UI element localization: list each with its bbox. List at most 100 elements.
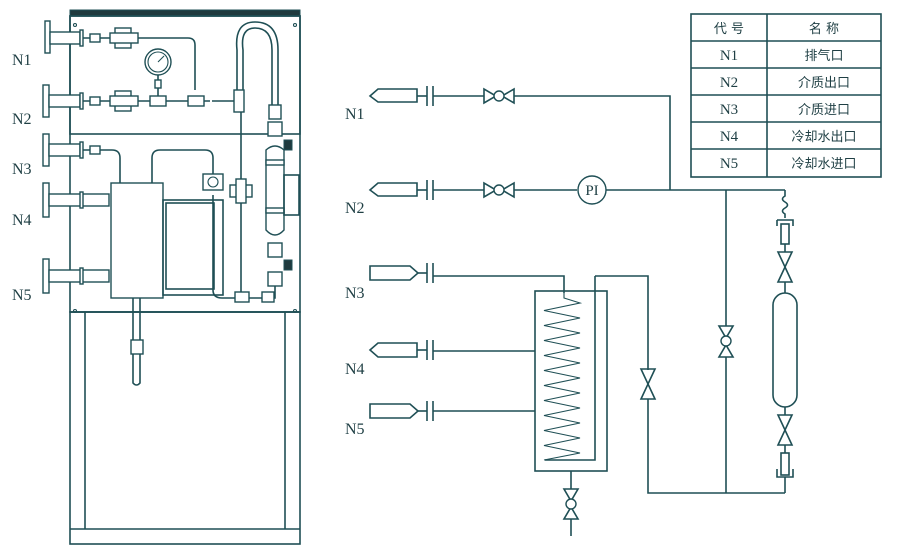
tee-fitting-icon (149, 95, 167, 107)
sample-cylinder (772, 292, 798, 408)
label-n4: N4 (12, 212, 32, 229)
bypass-globe-valve-icon (717, 325, 735, 358)
bolt-icon (72, 308, 78, 314)
pipe (83, 149, 121, 183)
pid-label-n2: N2 (345, 200, 365, 217)
nozzle-n3 (42, 133, 84, 167)
heating-coil-icon (543, 293, 583, 461)
quick-connector-icon (776, 219, 794, 226)
label-n2: N2 (12, 111, 32, 128)
flexible-hose (241, 27, 273, 105)
nozzle-inlet-icon (369, 403, 420, 419)
table-cell-name: 冷却水进口 (791, 157, 856, 172)
globe-valve-icon (483, 181, 515, 199)
table-row: N5 冷却水进口 (720, 156, 857, 172)
bolt-icon (292, 22, 298, 28)
nozzle-n4 (42, 182, 110, 218)
bolt-icon (292, 308, 298, 314)
clamp-band (265, 207, 285, 214)
gauge-needle (157, 55, 165, 63)
quick-connector-body (780, 223, 790, 245)
sample-outlet-valve-icon (776, 414, 794, 446)
table-cell-code: N3 (720, 102, 738, 118)
valve-icon (202, 173, 224, 191)
drain-globe-valve-icon (562, 488, 580, 520)
flexible-hose-icon (781, 190, 789, 218)
handwheel-icon (283, 139, 293, 151)
top-rail (69, 9, 301, 17)
gauge-dial (147, 51, 169, 73)
pipe (138, 37, 196, 90)
nozzle-outlet-icon (368, 342, 418, 358)
pipe (212, 195, 276, 299)
label-n5: N5 (12, 287, 32, 304)
tee-fitting-icon (233, 89, 245, 113)
fitting-icon (89, 145, 101, 155)
valve-handle (207, 176, 219, 188)
pipe (647, 399, 785, 494)
table-cell-name: 排气口 (804, 48, 843, 64)
pipe (151, 149, 214, 183)
mounting-frame (162, 199, 224, 296)
pid-label-n4: N4 (345, 361, 365, 378)
nozzle-outlet-icon (368, 182, 418, 197)
bolt-icon (72, 22, 78, 28)
table-header-code: 代 号 (714, 22, 744, 37)
fitting-icon (267, 271, 283, 287)
tee-fitting-icon (187, 95, 205, 107)
pipe (433, 275, 565, 293)
label-n1: N1 (12, 52, 32, 69)
table-cell-name: 介质进口 (798, 103, 850, 118)
valve-icon (267, 242, 283, 258)
fitting-icon (261, 291, 275, 303)
pid-label-n3: N3 (345, 285, 365, 302)
bracket (283, 174, 300, 216)
label-n3: N3 (12, 161, 32, 178)
flexible-hose (235, 21, 279, 105)
handwheel-icon (283, 259, 293, 271)
nozzle-n2 (42, 84, 84, 118)
drain-valve-icon (130, 339, 144, 355)
coil-heat-exchanger-shell (534, 290, 608, 472)
table-row: N2 介质出口 (720, 75, 850, 91)
stand-outer (69, 311, 301, 545)
fitting-icon (154, 79, 162, 89)
table-row: N1 排气口 (720, 48, 844, 64)
mounting-frame-inner (165, 202, 215, 290)
pid-label-n5: N5 (345, 421, 365, 438)
heat-exchanger-body (110, 182, 164, 299)
globe-valve-icon (483, 87, 515, 105)
fitting-icon (89, 96, 101, 106)
valve-body (235, 178, 247, 204)
table-row: N3 介质进口 (720, 102, 850, 118)
panel-frame (69, 15, 301, 135)
nozzle-inlet-icon (369, 265, 420, 281)
gate-valve-icon (639, 368, 657, 400)
table-row: N4 冷却水出口 (720, 129, 857, 145)
valve-body (109, 95, 139, 107)
fitting-icon (89, 33, 101, 43)
table-header-name: 名 称 (809, 21, 839, 37)
pipe (514, 95, 671, 190)
nozzle-outlet-icon (368, 88, 418, 103)
table-cell-name: 介质出口 (798, 76, 850, 91)
pipe (595, 275, 649, 370)
table-cell-code: N2 (720, 75, 738, 91)
nozzle-n1 (44, 20, 84, 54)
pid-label-n1: N1 (345, 106, 365, 123)
coil-outlet-pipe (545, 276, 596, 461)
sample-inlet-valve-icon (776, 251, 794, 283)
nozzle-n5 (42, 258, 110, 294)
quick-connector-body (780, 452, 790, 476)
table-cell-code: N1 (720, 48, 738, 64)
fitting-icon (268, 104, 282, 120)
table-cell-code: N5 (720, 156, 738, 172)
table-cell-name: 冷却水出口 (791, 130, 856, 145)
pressure-indicator-label: PI (585, 183, 598, 199)
pid-schematic: N1 PI N2 N3 N4 (345, 86, 798, 536)
legend-table: 代 号 名 称 N1 排气口 N2 介质出口 N3 介质进口 N4 冷却水出口 … (690, 13, 882, 178)
drain-outlet (132, 354, 141, 386)
clamp-band (265, 159, 285, 166)
tee-fitting-icon (234, 291, 250, 303)
